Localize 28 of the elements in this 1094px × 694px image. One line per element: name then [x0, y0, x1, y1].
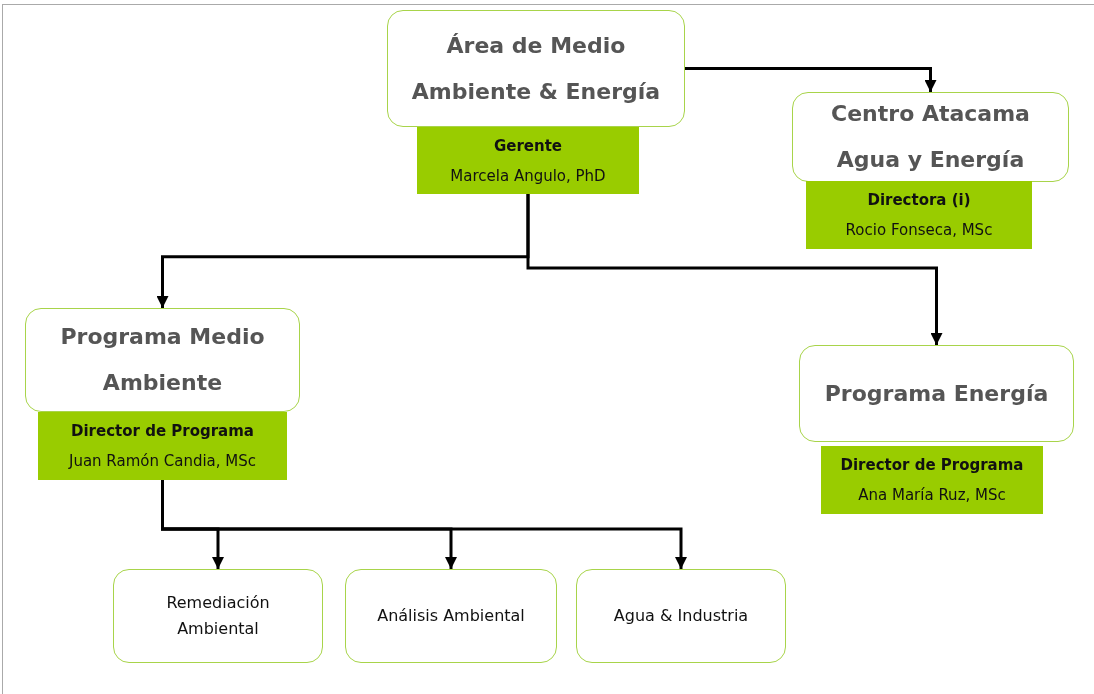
- role-box: [821, 446, 1043, 514]
- person-name: Rocio Fonseca, MSc: [845, 220, 993, 241]
- unit-box: [387, 10, 685, 127]
- sub-unit-box: [113, 569, 323, 663]
- person-name: Marcela Angulo, PhD: [450, 165, 606, 187]
- person-name: Ana María Ruz, MSc: [858, 485, 1006, 506]
- sub-unit-box: [345, 569, 557, 663]
- unit-box: [792, 92, 1069, 182]
- unit-title: Remediación Ambiental: [165, 592, 271, 640]
- sub-unit-box: [576, 569, 786, 663]
- role-title: Gerente: [493, 135, 563, 157]
- role-box: [38, 412, 287, 480]
- unit-title: Programa Medio Ambiente: [59, 323, 266, 397]
- connector-arrow: [526, 194, 943, 345]
- role-box: [417, 127, 639, 194]
- person-name: Juan Ramón Candia, MSc: [68, 451, 256, 472]
- connector-arrow: [685, 67, 937, 92]
- unit-title: Centro Atacama Agua y Energía: [830, 100, 1031, 174]
- role-title: Director de Programa: [840, 455, 1024, 476]
- unit-title: Agua & Industria: [612, 605, 750, 627]
- unit-title: Análisis Ambiental: [376, 605, 526, 627]
- unit-title: Área de Medio Ambiente & Energía: [410, 31, 662, 106]
- unit-box: [799, 345, 1074, 442]
- role-title: Director de Programa: [71, 421, 254, 442]
- role-title: Directora (i): [867, 190, 971, 211]
- unit-title: Programa Energía: [823, 379, 1050, 408]
- unit-box: [25, 308, 300, 412]
- role-box: [806, 181, 1032, 249]
